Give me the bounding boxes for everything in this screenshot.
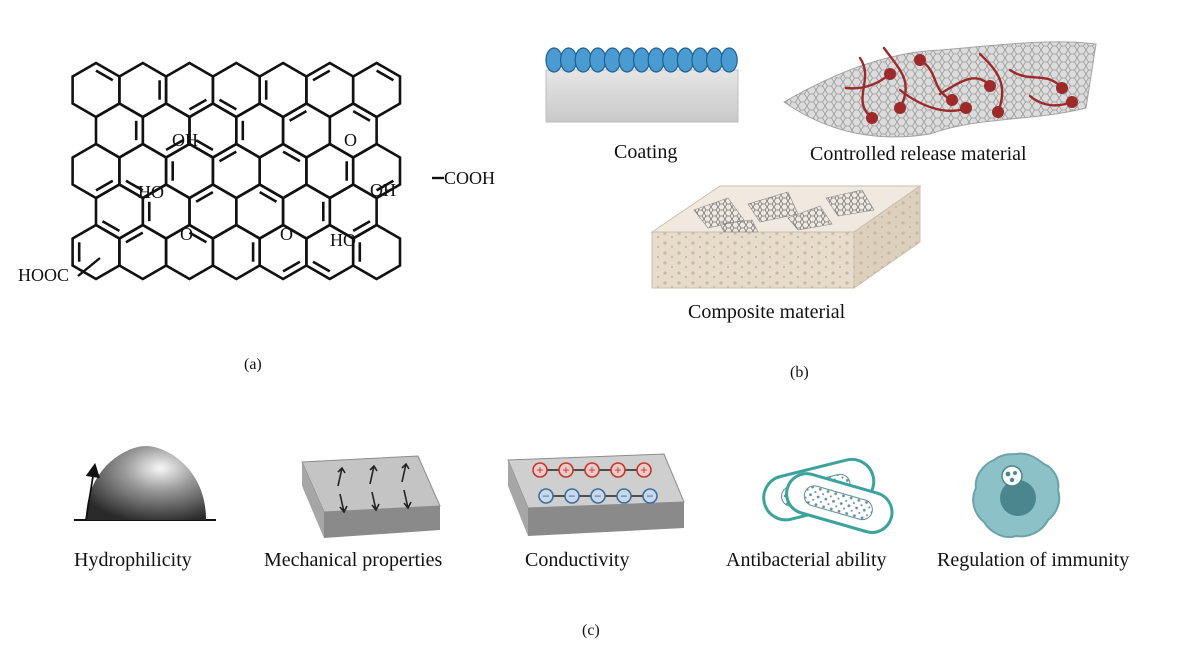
double-bond <box>95 179 114 192</box>
coating-cell <box>706 47 724 73</box>
antibacterial-illustration <box>762 457 894 534</box>
coating-cell <box>545 47 563 73</box>
charge-symbol: − <box>620 489 627 504</box>
double-bond <box>312 69 331 82</box>
conductivity-illustration: +++++−−−−− <box>507 453 685 536</box>
charge-circle <box>538 488 554 504</box>
charge-symbol: − <box>568 489 575 504</box>
coating-cell <box>560 47 578 73</box>
coating-cell <box>691 47 709 73</box>
double-bond <box>288 109 308 122</box>
group-label-o-2: O <box>180 224 193 244</box>
double-bond <box>218 98 237 111</box>
composite-label: Composite material <box>688 301 846 323</box>
double-bond <box>188 98 208 111</box>
double-bond <box>312 260 331 273</box>
group-label-ho-2: HO <box>330 230 356 250</box>
hexagon-lattice <box>71 61 402 281</box>
charge-circle <box>532 462 548 478</box>
double-bond <box>375 69 395 82</box>
mechanical-label: Mechanical properties <box>264 549 443 571</box>
controlled-release-label: Controlled release material <box>810 143 1027 165</box>
mechanical-illustration <box>301 455 441 538</box>
charge-circle <box>558 462 574 478</box>
tension-arrow-down <box>403 489 412 510</box>
group-label-o-3: O <box>280 224 293 244</box>
group-label-ho-1: HO <box>138 182 164 202</box>
group-label-o-1: O <box>344 130 357 150</box>
charge-circle <box>564 488 580 504</box>
charge-circle <box>636 462 652 478</box>
double-bond <box>101 220 121 233</box>
composite-illustration <box>650 185 922 289</box>
charge-symbol: + <box>562 463 569 478</box>
group-label-oh-1: OH <box>172 130 198 150</box>
antibacterial-label: Antibacterial ability <box>726 549 887 571</box>
coating-cell <box>676 47 694 73</box>
charge-circle <box>590 488 606 504</box>
coating-cell <box>662 47 680 73</box>
tension-arrow-up <box>369 464 378 485</box>
coating-cell <box>603 47 622 73</box>
double-bond <box>218 150 237 163</box>
charge-symbol: + <box>536 463 543 478</box>
charge-circle <box>610 462 626 478</box>
coating-illustration <box>545 47 739 123</box>
double-bond <box>188 231 208 244</box>
group-label-oh-2: OH <box>370 180 396 200</box>
double-bond <box>125 179 144 192</box>
hydrophilicity-label: Hydrophilicity <box>74 549 192 571</box>
tension-arrow-up <box>337 466 346 487</box>
coating-cell <box>618 47 636 73</box>
double-bond <box>375 179 395 192</box>
tension-arrow-up <box>401 462 410 483</box>
coating-cell <box>632 47 651 73</box>
double-bond <box>259 190 278 203</box>
double-bond <box>165 139 184 152</box>
conductivity-label: Conductivity <box>525 549 630 571</box>
double-bond <box>195 139 214 152</box>
immunity-label: Regulation of immunity <box>937 549 1130 571</box>
hexagon-ring <box>351 223 402 281</box>
charge-circle <box>584 462 600 478</box>
charge-symbol: + <box>614 463 621 478</box>
double-bond <box>352 109 371 122</box>
graphene-oxide-structure: OH O HO OH COOH O O HO HOOC <box>18 61 495 285</box>
group-label-hooc: HOOC <box>18 265 69 285</box>
charge-symbol: − <box>594 489 601 504</box>
double-bond <box>282 150 301 163</box>
panel-label-b: (b) <box>790 364 809 381</box>
charge-symbol: − <box>646 489 653 504</box>
panel-label-a: (a) <box>244 356 262 373</box>
immunity-illustration <box>972 452 1061 538</box>
tension-arrow-down <box>339 493 348 514</box>
coating-cell <box>589 47 607 73</box>
coating-cell <box>574 47 592 73</box>
double-bond <box>95 69 114 82</box>
controlled-release-illustration <box>783 41 1097 138</box>
group-label-cooh-1: COOH <box>444 168 495 188</box>
charge-symbol: + <box>588 463 595 478</box>
charge-circle <box>642 488 658 504</box>
panel-label-c: (c) <box>582 622 600 639</box>
coating-cell <box>720 47 738 73</box>
charge-circle <box>616 488 632 504</box>
coating-cell <box>647 47 665 73</box>
double-bond <box>195 190 214 203</box>
hydrophilicity-illustration <box>74 446 216 521</box>
double-bond <box>282 260 301 273</box>
coating-label: Coating <box>614 141 678 163</box>
double-bond <box>352 220 371 233</box>
charge-symbol: − <box>542 489 549 504</box>
double-bond <box>125 231 144 244</box>
tension-arrow-down <box>371 491 380 512</box>
charge-symbol: + <box>640 463 647 478</box>
